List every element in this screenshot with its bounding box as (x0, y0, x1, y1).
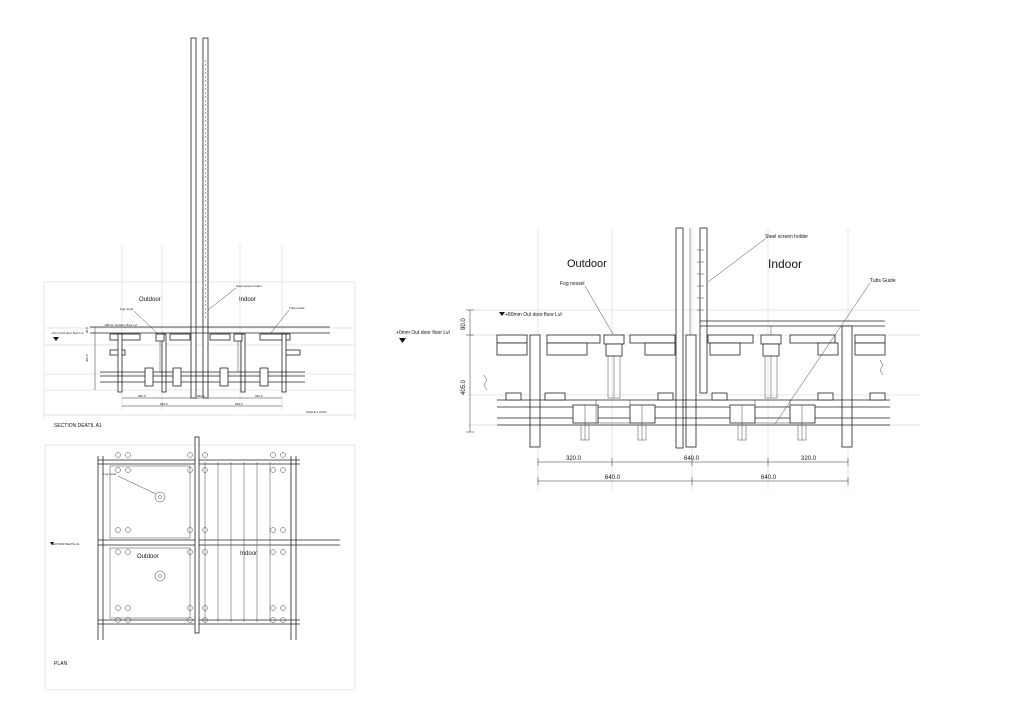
dim-640-large-b: 640.0 (605, 475, 621, 481)
fog-nozzle-indoor (760, 326, 782, 399)
dim-405-small: 405.0 (85, 354, 89, 362)
plan-fog-nosel-label: Fog nosel (103, 472, 117, 476)
steel-screen-holder-large: Steel screen holder (765, 234, 808, 240)
section-detail-small: 80.0 405.0 320.0 640.0 320.0 640.0 640.0… (43, 37, 356, 420)
plan-bolts (115, 452, 286, 623)
dim-80-small: 80.0 (85, 327, 89, 333)
section-marker-arrow (50, 542, 54, 545)
fog-nosel-label-small: Fog nosel (120, 307, 134, 311)
tube-guide-label-large: Tubs Guide (870, 278, 896, 284)
dim-640-large-c: 640.0 (761, 475, 777, 481)
fog-nossel-label-large: Fog nossel (560, 281, 584, 287)
plan-indoor-label: Indoor (240, 551, 257, 557)
scale-note-small: SCALE 1:10 A1 (306, 410, 327, 414)
plan-title: PLAN (54, 661, 67, 667)
section-detail-title: SECTION DEATIL A1 (54, 423, 102, 429)
level-marker-small (53, 337, 59, 341)
plan-view: Fog nosel Outdoor Indoor SECTION DEATIL … (44, 436, 356, 691)
dim-640-small-b: 640.0 (160, 402, 168, 406)
outdoor-label-large: Outdoor (567, 258, 607, 270)
section-detail-large: 80.0 405.0 320.0 640.0 320.0 640.0 640.0… (396, 227, 920, 490)
plan-section-marker: SECTION DEATIL A1 (51, 542, 80, 546)
dim-320-large-b: 320.0 (801, 456, 817, 462)
level-marker-80 (499, 312, 505, 316)
floor-0-large: +0mm Out door floor Lvl (396, 330, 450, 336)
indoor-label-small: Indoor (239, 297, 256, 303)
dim-640-small-c: 640.0 (235, 402, 243, 406)
dim-320-small-b: 320.0 (255, 394, 263, 398)
floor-0-small: +0mm Out door floor Lvl (51, 331, 84, 335)
level-marker-0 (399, 338, 406, 343)
outdoor-label-small: Outdoor (139, 297, 161, 303)
dim-320-large-a: 320.0 (566, 456, 582, 462)
dim-640-large-a: 640.0 (684, 456, 700, 462)
dim-80-large: 80.0 (461, 318, 467, 330)
screen-holder-ladder (697, 249, 704, 311)
floor-80-small: +80mm Outdoor floor Lvl (104, 323, 137, 327)
dim-320-small-a: 320.0 (138, 394, 146, 398)
dim-405-large: 405.0 (461, 379, 467, 395)
fog-nozzle-outdoor (603, 334, 625, 399)
dim-640-small-a: 640.0 (197, 394, 205, 398)
plan-outdoor-label: Outdoor (137, 554, 159, 560)
floor-80-large: +80mm Out door floor Lvl (505, 312, 562, 318)
indoor-label-large: Indoor (768, 257, 802, 271)
steel-screen-holder-small: Steel screen holder (236, 284, 262, 288)
tube-guide-small: Tube Guide (289, 306, 305, 310)
